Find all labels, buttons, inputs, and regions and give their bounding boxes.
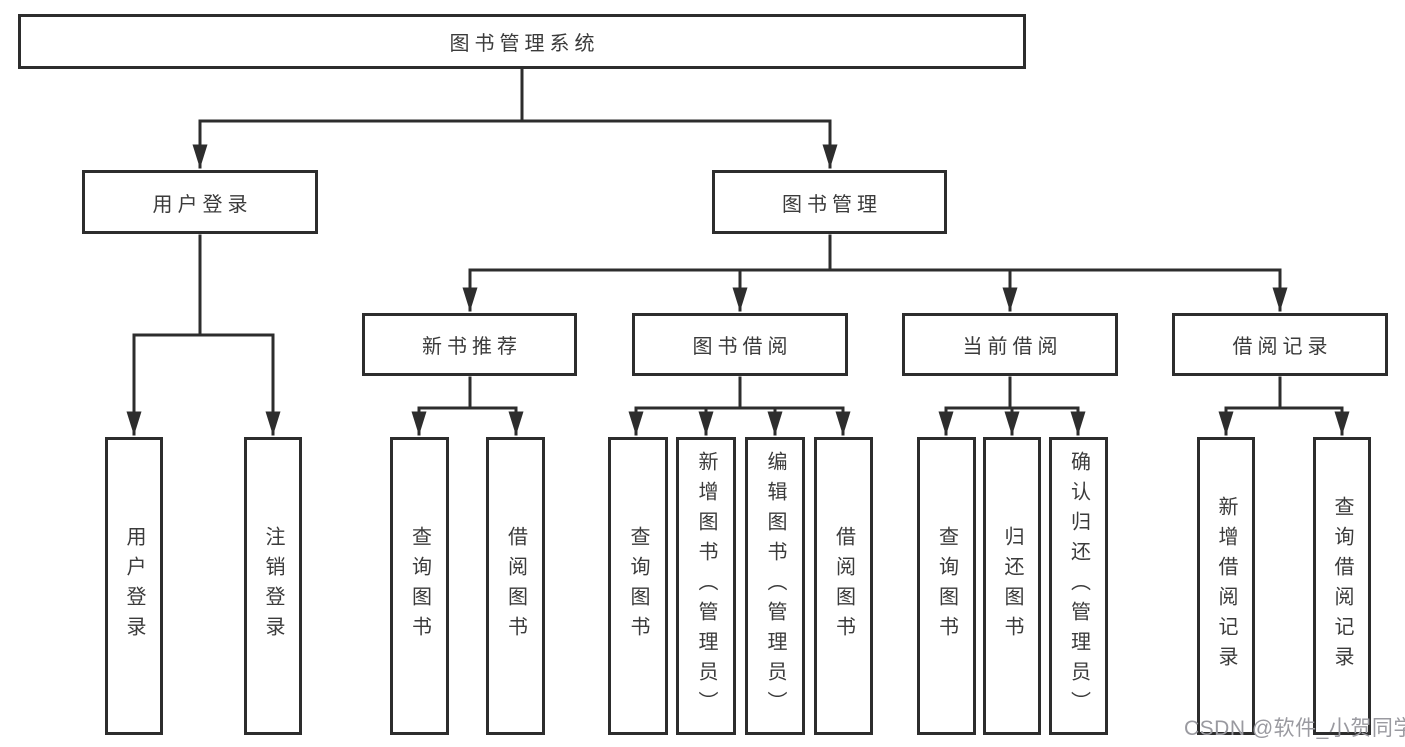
- node-return-books-label: 归还图书: [1001, 526, 1023, 646]
- node-book-borrow: 图书借阅: [632, 313, 848, 376]
- node-edit-book-admin-label: 编辑图书（管理员）: [764, 451, 786, 721]
- node-book-borrow-label: 图书借阅: [692, 336, 793, 358]
- node-confirm-return-admin-label: 确认归还（管理员）: [1067, 451, 1090, 721]
- node-borrow-records-label: 借阅记录: [1232, 336, 1333, 358]
- node-current-borrow: 当前借阅: [902, 313, 1118, 376]
- node-borrow-books-1: 借阅图书: [486, 437, 545, 735]
- node-query-books-2-label: 查询图书: [627, 526, 649, 646]
- node-confirm-return-admin: 确认归还（管理员）: [1049, 437, 1108, 735]
- node-user-login-action: 用户登录: [105, 437, 163, 735]
- node-borrow-books-2: 借阅图书: [814, 437, 873, 735]
- node-current-borrow-label: 当前借阅: [962, 336, 1063, 358]
- node-query-books-2: 查询图书: [608, 437, 668, 735]
- node-library-system: 图书管理系统: [18, 14, 1026, 69]
- node-logout: 注销登录: [244, 437, 302, 735]
- node-borrow-books-1-label: 借阅图书: [504, 526, 527, 646]
- node-library-system-label: 图书管理系统: [449, 33, 600, 55]
- node-book-management-label: 图书管理: [782, 193, 882, 216]
- node-add-borrow-record: 新增借阅记录: [1197, 437, 1255, 735]
- node-user-login-action-label: 用户登录: [123, 526, 145, 646]
- node-book-management: 图书管理: [712, 170, 947, 234]
- node-query-borrow-record-label: 查询借阅记录: [1331, 496, 1353, 676]
- node-logout-label: 注销登录: [262, 526, 284, 646]
- node-query-books-3-label: 查询图书: [935, 526, 958, 646]
- node-new-book-recommend: 新书推荐: [362, 313, 577, 376]
- node-add-borrow-record-label: 新增借阅记录: [1215, 496, 1237, 676]
- node-new-book-recommend-label: 新书推荐: [422, 336, 522, 358]
- node-query-borrow-record: 查询借阅记录: [1313, 437, 1371, 735]
- node-query-books-1: 查询图书: [390, 437, 449, 735]
- node-add-book-admin: 新增图书（管理员）: [676, 437, 736, 735]
- node-borrow-records: 借阅记录: [1172, 313, 1388, 376]
- node-query-books-3: 查询图书: [917, 437, 976, 735]
- node-user-login: 用户登录: [82, 170, 318, 234]
- node-query-books-1-label: 查询图书: [408, 526, 431, 646]
- node-return-books: 归还图书: [983, 437, 1041, 735]
- node-borrow-books-2-label: 借阅图书: [832, 526, 855, 646]
- node-edit-book-admin: 编辑图书（管理员）: [745, 437, 805, 735]
- node-user-login-label: 用户登录: [152, 193, 253, 216]
- node-add-book-admin-label: 新增图书（管理员）: [695, 451, 717, 721]
